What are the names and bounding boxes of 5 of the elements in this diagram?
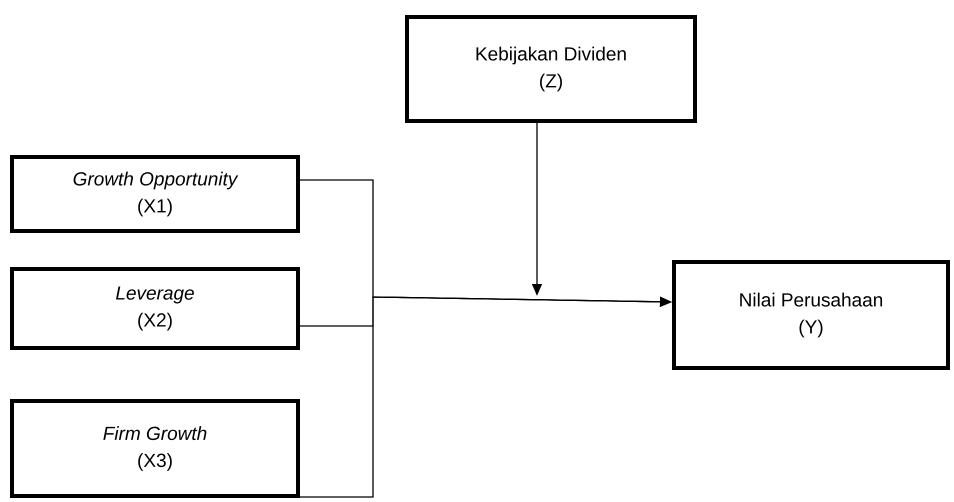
- variable-box: Nilai Perusahaan (Y): [672, 260, 950, 370]
- variable-box: Firm Growth (X3): [10, 398, 300, 498]
- variable-box: Growth Opportunity (X1): [10, 155, 300, 233]
- variable-box: Leverage (X2): [10, 266, 300, 350]
- variable-box: Kebijakan Dividen (Z): [405, 14, 697, 123]
